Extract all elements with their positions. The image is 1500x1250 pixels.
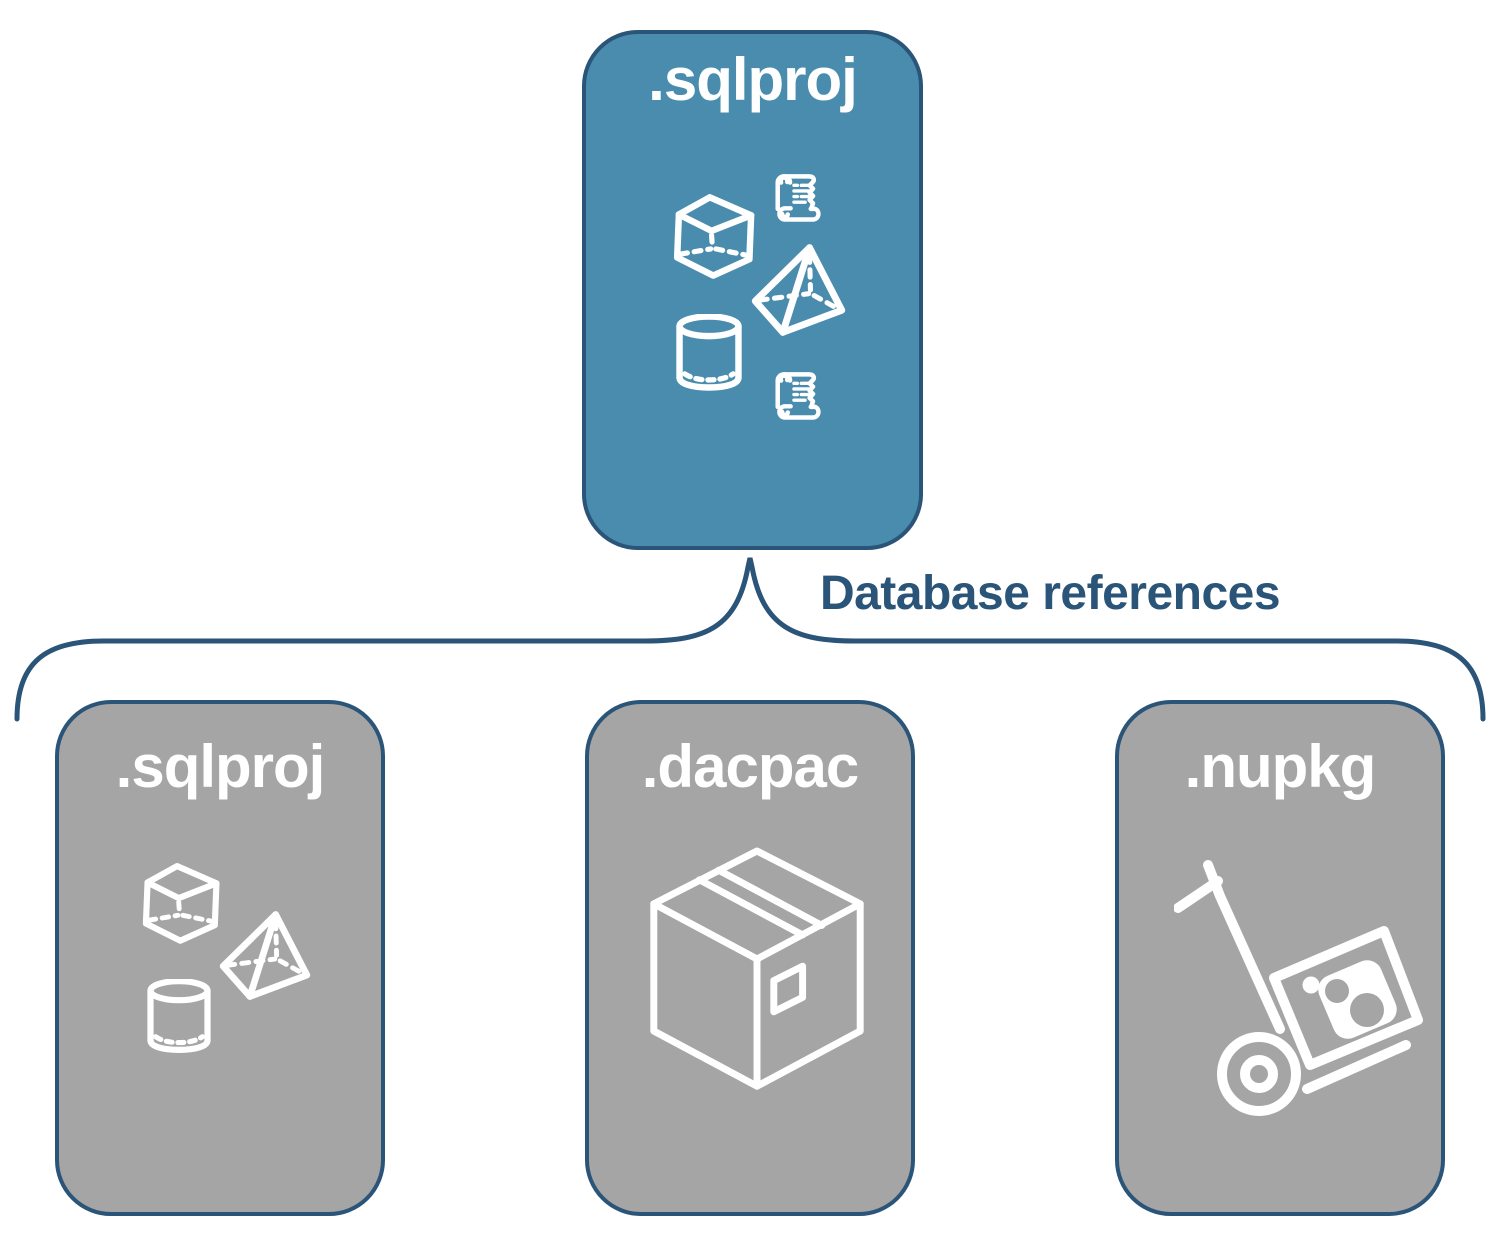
cylinder-icon (675, 314, 743, 393)
card-dacpac: .dacpac (585, 700, 915, 1216)
child-card-title: .sqlproj (115, 733, 326, 800)
connector-label: Database references (819, 567, 1281, 620)
nuget-hand-truck-icon (1174, 832, 1424, 1117)
card-sqlproj-child: .sqlproj (55, 700, 385, 1216)
card-nupkg: .nupkg (1115, 700, 1445, 1216)
cube-icon (672, 192, 758, 280)
cube-icon (139, 862, 225, 944)
package-box-icon (637, 834, 877, 1108)
root-card-title: .sqlproj (648, 46, 858, 113)
pyramid-icon (748, 244, 849, 336)
scroll-icon (771, 168, 827, 224)
card-sqlproj-root: .sqlproj (582, 30, 923, 550)
child-card-title: .nupkg (1184, 733, 1377, 800)
scroll-icon (771, 366, 827, 422)
cylinder-icon (146, 979, 212, 1055)
child-card-title: .dacpac (641, 733, 859, 800)
pyramid-icon (216, 911, 314, 1000)
